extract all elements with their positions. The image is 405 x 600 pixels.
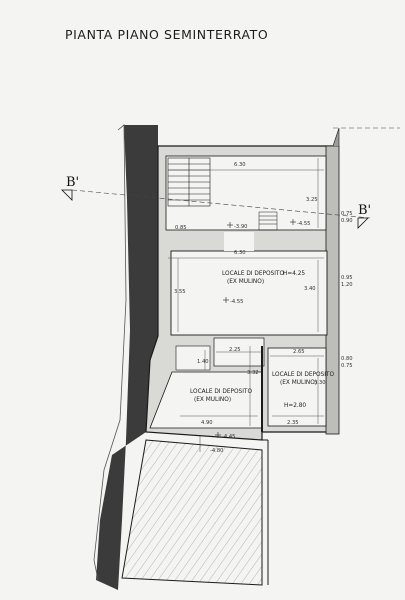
lower-left-room-name: LOCALE DI DEPOSITO xyxy=(190,389,252,395)
lower-right-room xyxy=(267,347,327,427)
dim-bottom-right: 2.35 xyxy=(287,420,299,426)
dim-lr-width: 2.65 xyxy=(293,349,305,355)
dim-top-height: 3.25 xyxy=(306,197,318,203)
dim-left-vert: 1.40 xyxy=(197,359,209,365)
dim-mid-vert: 3.32 xyxy=(247,370,259,376)
dim-main-left: 3.55 xyxy=(174,289,186,295)
level-main: -4.55 xyxy=(230,299,243,305)
earth-mass xyxy=(96,125,160,590)
stairs-icon xyxy=(167,157,211,207)
section-arrow-left xyxy=(61,189,73,201)
dim-right-b: 0.90 xyxy=(341,218,353,224)
main-room-height: H=4.25 xyxy=(283,271,305,277)
dim-bottom-left: 4.90 xyxy=(201,420,213,426)
page-title: PIANTA PIANO SEMINTERRATO xyxy=(65,27,269,42)
level-b: -4.55 xyxy=(297,221,310,227)
lower-right-room-note: (EX MULINO) xyxy=(280,380,317,386)
main-room-note: (EX MULINO) xyxy=(227,279,264,285)
dim-corridor: 2.25 xyxy=(229,347,241,353)
ramp-area xyxy=(121,439,263,586)
dim-lr-height: 3.30 xyxy=(314,380,326,386)
section-line xyxy=(71,189,371,219)
dim-right-e: 0.80 xyxy=(341,356,353,362)
dim-top-width: 6.30 xyxy=(234,162,246,168)
lower-right-room-height: H=2.80 xyxy=(284,403,306,409)
section-arrow-right xyxy=(357,217,369,229)
level-marker-icons xyxy=(215,219,296,438)
dim-left-small: 0.85 xyxy=(175,225,187,231)
dim-right-c: 0.95 xyxy=(341,275,353,281)
main-room-name: LOCALE DI DEPOSITO xyxy=(222,271,284,277)
lower-left-strip xyxy=(175,345,211,371)
level-bottom-a: -4.45 xyxy=(222,434,235,440)
lower-left-room-note: (EX MULINO) xyxy=(194,397,231,403)
level-a: -3.90 xyxy=(234,224,247,230)
section-mark-left: B' xyxy=(66,175,79,190)
dim-mid-width: 6.30 xyxy=(234,250,246,256)
dim-right-a: 0.75 xyxy=(341,211,353,217)
level-bottom-b: -4.80 xyxy=(210,448,223,454)
main-room xyxy=(170,250,328,336)
dim-right-f: 0.75 xyxy=(341,363,353,369)
lower-right-room-name: LOCALE DI DEPOSITO xyxy=(272,372,334,378)
top-room xyxy=(165,155,327,231)
dim-right-d: 1.20 xyxy=(341,282,353,288)
section-mark-right: B' xyxy=(358,203,371,218)
dim-main-right: 3.40 xyxy=(304,286,316,292)
right-wall xyxy=(325,145,340,435)
